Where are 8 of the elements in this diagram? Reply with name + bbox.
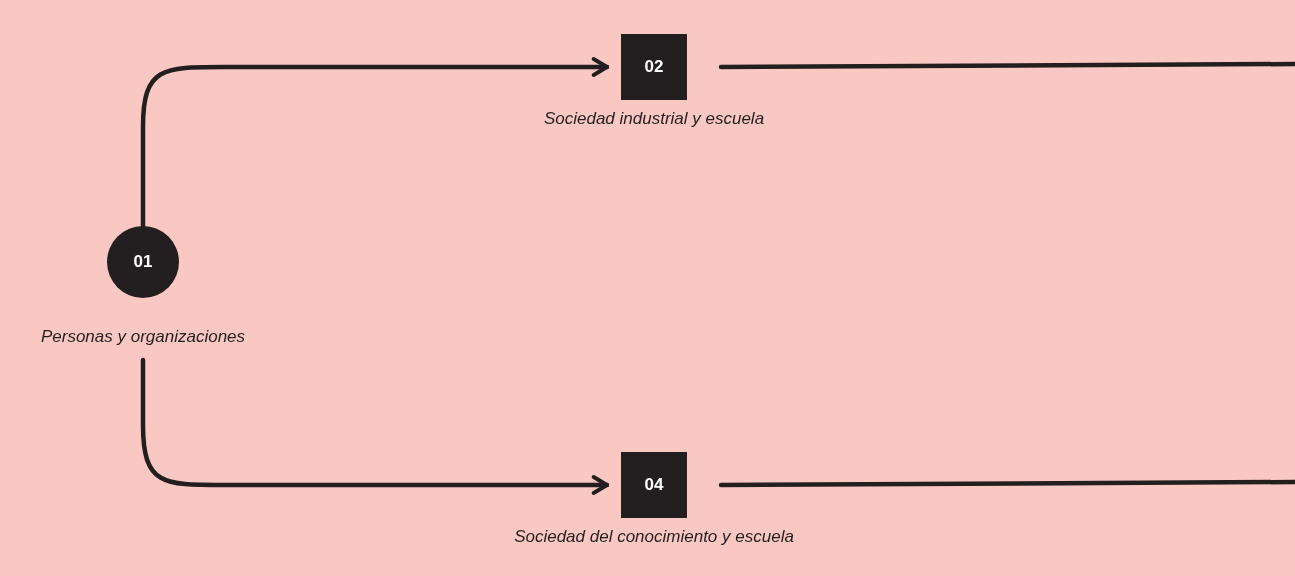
arrow xyxy=(140,357,610,495)
number-square: 04 xyxy=(621,452,687,518)
line xyxy=(718,61,1295,70)
number-square: 02 xyxy=(621,34,687,100)
line xyxy=(718,479,1295,488)
node-label: Sociedad del conocimiento y escuela xyxy=(514,526,794,548)
node-label: Personas y organizaciones xyxy=(40,326,246,348)
node-label: Sociedad industrial y escuela xyxy=(543,108,765,130)
